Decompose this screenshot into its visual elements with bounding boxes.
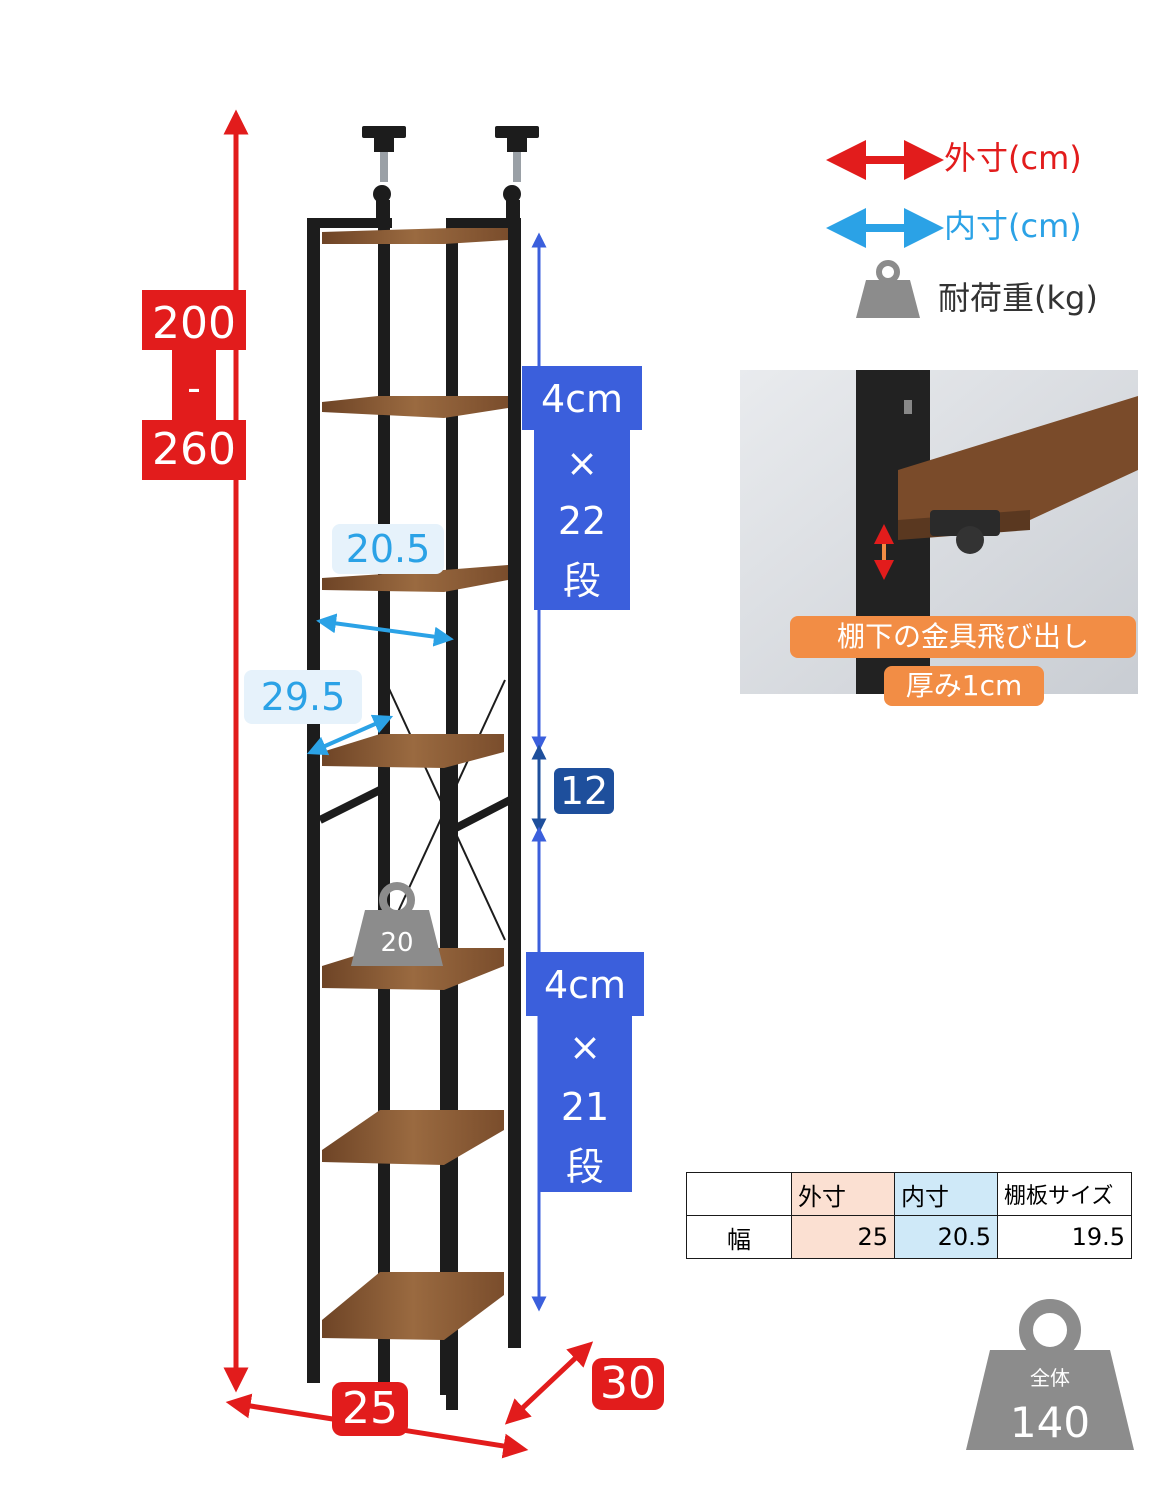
height-dash-label: - [187,366,201,410]
upper-pitch-step: 4cm [540,377,624,421]
height-label-shape [142,290,246,480]
upper-pitch-times: × [566,441,598,485]
photo-caption-line2: 厚み1cm [884,666,1044,706]
lower-pitch-times: × [569,1025,601,1069]
legend-weight-icon [856,260,920,318]
outer-width-label: 25 [332,1382,408,1436]
upper-pitch-box [522,366,642,610]
spec-width-row: 幅 25 20.5 19.5 [686,1215,1132,1259]
spec-header-inner: 内寸 [894,1172,998,1216]
shelf-7 [322,1272,504,1340]
gap-label: 12 [559,769,609,813]
spec-header-shelf: 棚板サイズ [997,1172,1132,1216]
outer-depth-arrow [504,1341,594,1425]
lower-pitch-step: 4cm [543,963,627,1007]
outer-depth-label: 30 [592,1358,664,1410]
inner-depth-arrow [306,714,394,756]
photo-caption-line1: 棚下の金具飛び出し [790,616,1136,658]
spec-outer-value: 25 [791,1215,895,1259]
upper-pitch-unit: 段 [562,559,601,603]
spec-table: 外寸 内寸 棚板サイズ 幅 25 20.5 19.5 [686,1172,1132,1259]
shelves [322,228,508,1340]
total-load-value: 140 [1009,1398,1091,1447]
front-left-post [307,218,320,1383]
spec-row-label: 幅 [686,1215,792,1259]
spec-header-empty [686,1172,792,1216]
lower-pitch-count: 21 [560,1085,610,1129]
total-weight-icon [966,1299,1134,1450]
spec-shelf-value: 19.5 [997,1215,1132,1259]
spec-header-outer: 外寸 [791,1172,895,1216]
spec-header-row: 外寸 内寸 棚板サイズ [686,1172,1132,1216]
cross-brace [384,679,506,941]
legend-inner-text: 内寸(cm) [944,207,1082,245]
height-max-label: 260 [152,424,236,475]
inner-width-label: 20.5 [332,524,444,574]
shelf-load-value: 20 [380,928,414,958]
spec-inner-value: 20.5 [894,1215,998,1259]
lower-pitch-unit: 段 [565,1145,604,1189]
shelf-weight-icon [351,882,443,966]
shelf-3 [322,565,508,592]
front-middle-post [440,740,453,1395]
total-load-label: 全体 [1030,1366,1070,1390]
lower-pitch-box [526,952,644,1192]
gap-box [554,768,614,814]
ceiling-jack-left [362,126,406,220]
top-frame-right [446,218,521,228]
ceiling-jack-right [495,126,539,220]
inner-width-arrow [316,613,454,647]
front-right-post [508,218,521,1348]
legend-load-text: 耐荷重(kg) [938,279,1098,317]
height-min-label: 200 [152,298,236,349]
legend-outer-text: 外寸(cm) [944,139,1082,177]
shelf-4 [322,734,504,768]
shelf-2 [322,396,508,418]
top-frame-left [307,218,392,228]
upper-pitch-count: 22 [557,499,607,543]
shelf-1 [322,228,508,244]
shelf-6 [322,1110,504,1165]
inner-depth-label: 29.5 [244,670,362,724]
